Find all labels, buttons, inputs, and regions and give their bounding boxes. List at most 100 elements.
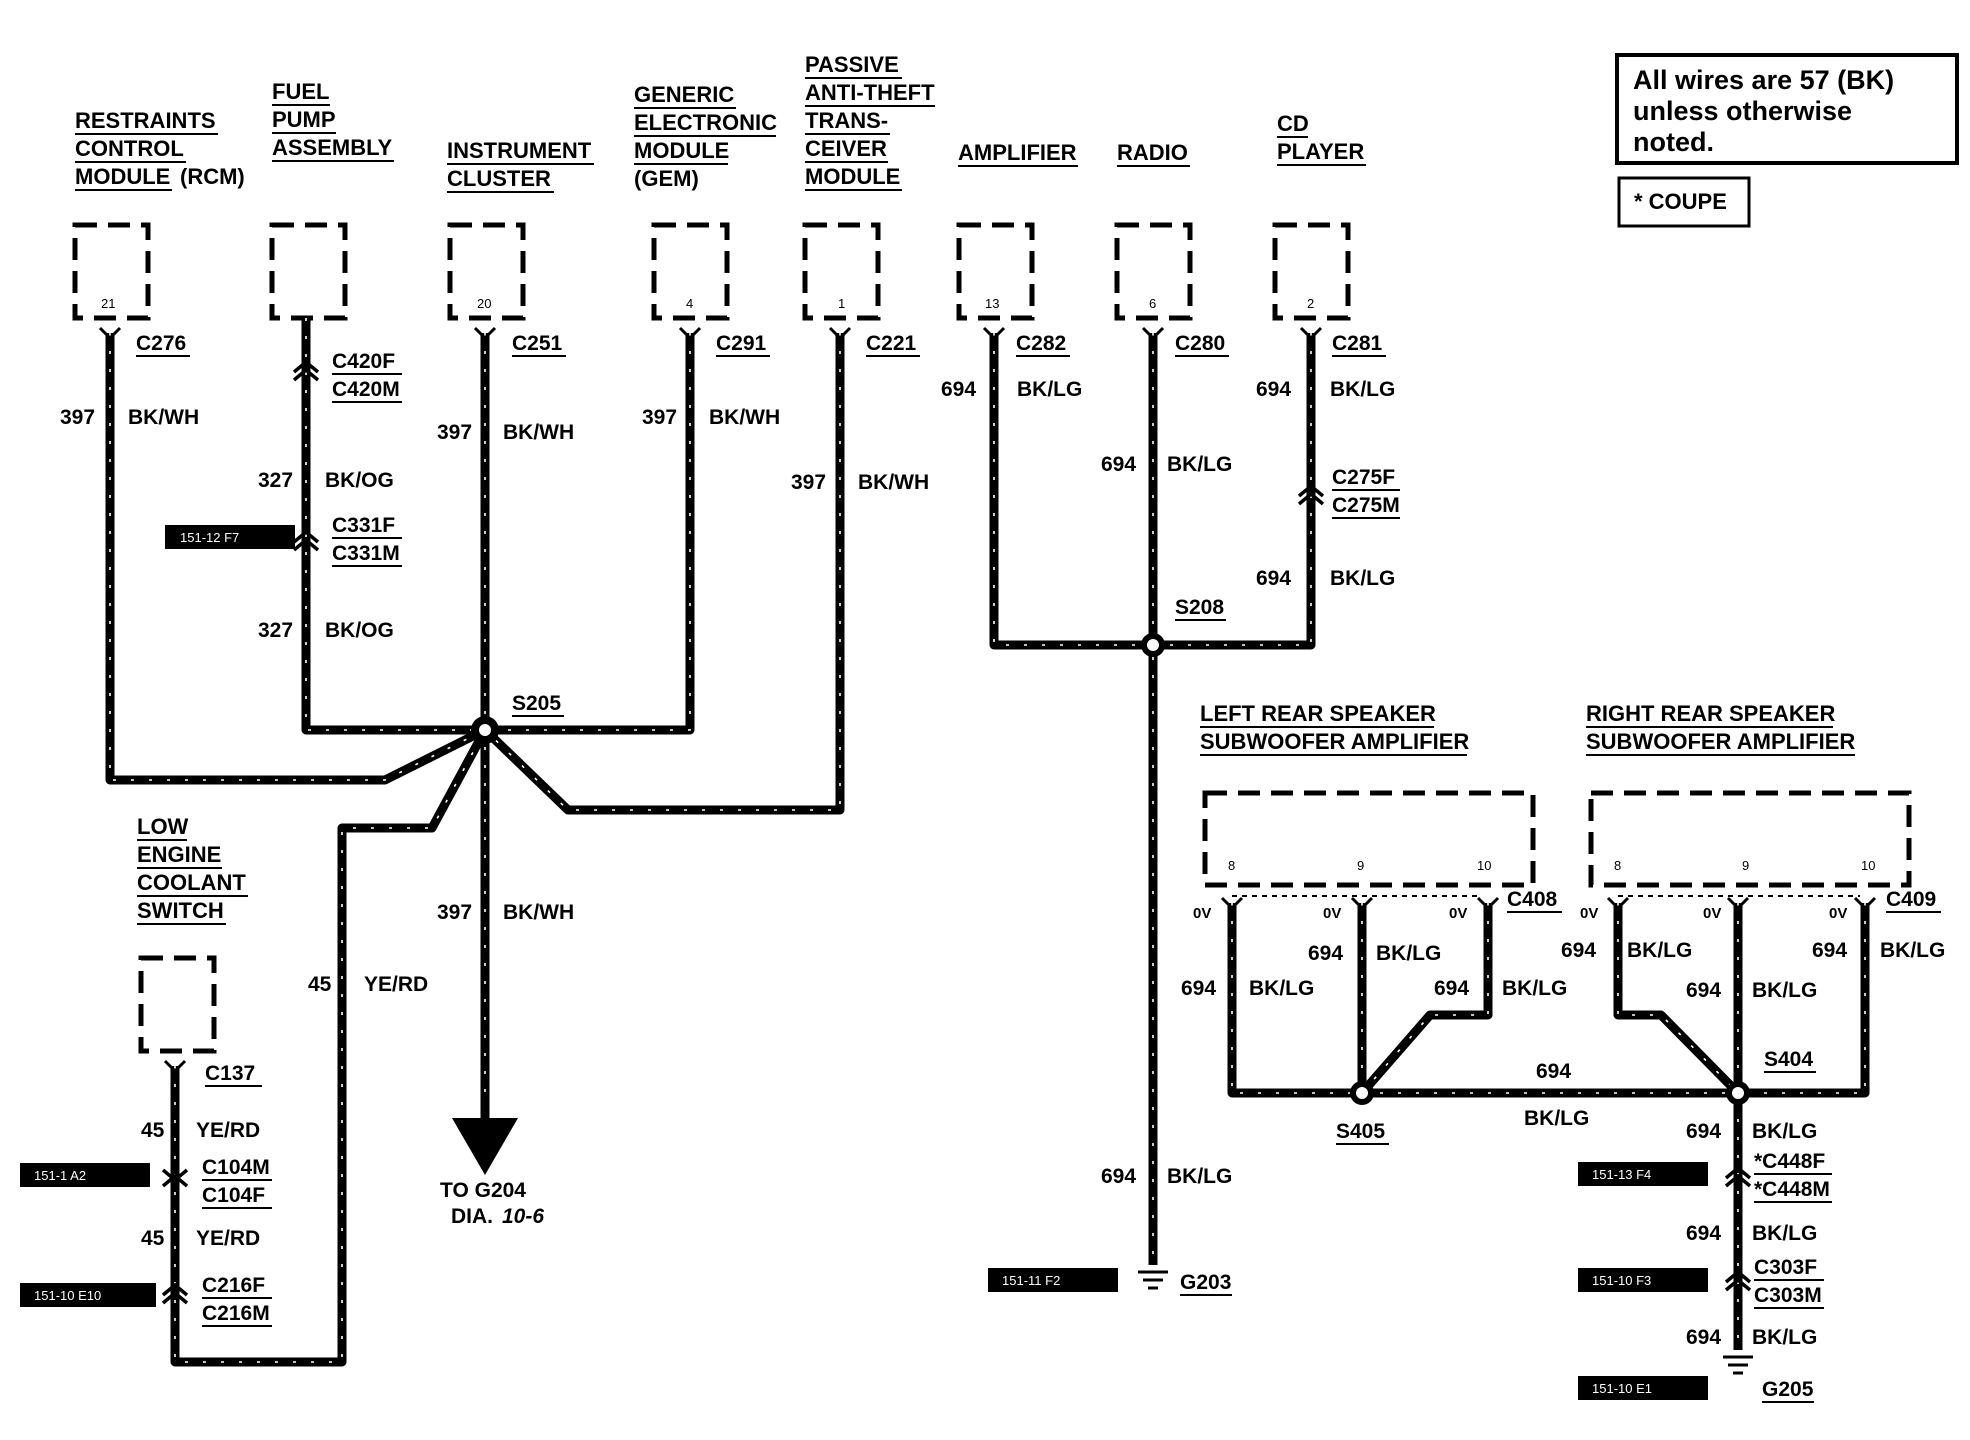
pats-box — [802, 222, 881, 321]
conn-c216m: C216M — [202, 1302, 270, 1325]
offpage-to: TO G204 — [440, 1179, 526, 1202]
reference-tags: 151-12 F7 151-1 A2 151-10 E10 151-11 F2 … — [20, 525, 1708, 1400]
svg-text:RESTRAINTS: RESTRAINTS — [75, 108, 216, 133]
ref-151-1-a2: 151-1 A2 — [34, 1168, 86, 1183]
amplifier-box — [956, 222, 1035, 321]
splice-s208: S208 — [1175, 596, 1224, 619]
radio-wire-no-2: 694 — [1101, 1165, 1136, 1188]
right10-wire-no: 694 — [1812, 939, 1847, 962]
right8-wire-no: 694 — [1561, 939, 1596, 962]
offpage-dia-num: 10-6 — [502, 1205, 544, 1228]
pats-title: PASSIVE ANTI-THEFT TRANS- CEIVER MODULE — [805, 52, 935, 191]
coupe-note-box: * COUPE — [1617, 176, 1751, 228]
wire-amplifier — [989, 333, 1153, 650]
wire-rcm — [105, 333, 488, 785]
ic-wire-no: 397 — [437, 421, 472, 444]
svg-text:ANTI-THEFT: ANTI-THEFT — [805, 80, 935, 105]
ground-g203: G203 — [1180, 1271, 1231, 1294]
conn-c104f: C104F — [202, 1184, 265, 1207]
amp-wire-color: BK/LG — [1017, 378, 1082, 401]
ref-151-12-f7: 151-12 F7 — [180, 530, 239, 545]
pats-pin: 1 — [838, 296, 845, 311]
svg-text:RIGHT REAR SPEAKER: RIGHT REAR SPEAKER — [1586, 701, 1835, 726]
wire-left-sub-8 — [1227, 903, 1362, 1098]
cd-pin: 2 — [1307, 296, 1314, 311]
svg-text:(RCM): (RCM) — [180, 164, 245, 189]
radio-wire-no: 694 — [1101, 453, 1136, 476]
conn-c251: C251 — [512, 332, 563, 355]
ic-wire-no-2: 397 — [437, 901, 472, 924]
right10-wire-color: BK/LG — [1880, 939, 1945, 962]
coolant-wire-no-2: 45 — [141, 1227, 165, 1250]
splice-s205: S205 — [512, 692, 561, 715]
coupe-note: * COUPE — [1634, 189, 1727, 214]
svg-text:D: D — [479, 1126, 492, 1146]
left-sub-pin10: 10 — [1477, 858, 1491, 873]
rcm-title: RESTRAINTS CONTROL MODULE (RCM) — [75, 108, 245, 191]
cd-player-box — [1272, 222, 1351, 321]
wire-right-sub-10 — [1738, 903, 1870, 1098]
conn-c420m: C420M — [332, 378, 400, 401]
svg-text:LOW: LOW — [137, 814, 189, 839]
svg-text:GENERIC: GENERIC — [634, 82, 734, 107]
left10-wire-no: 694 — [1434, 977, 1469, 1000]
svg-text:(GEM): (GEM) — [634, 166, 699, 191]
left-0v-10: 0V — [1449, 905, 1467, 922]
svg-text:MODULE: MODULE — [75, 164, 170, 189]
wire-fuel-pump — [301, 318, 485, 735]
wire-note-box: All wires are 57 (BK) unless otherwise n… — [1615, 53, 1959, 165]
rs-wire-color-3: BK/LG — [1752, 1326, 1817, 1349]
svg-text:RADIO: RADIO — [1117, 140, 1188, 165]
svg-text:ENGINE: ENGINE — [137, 842, 221, 867]
conn-c303m: C303M — [1754, 1284, 1822, 1307]
note-line-3: noted. — [1633, 127, 1714, 157]
conn-c276: C276 — [136, 332, 186, 355]
coolant-wire-color-3: YE/RD — [364, 973, 428, 996]
ground-g205: G205 — [1762, 1378, 1814, 1401]
low-coolant-box — [138, 955, 217, 1054]
ref-151-10-e1: 151-10 E1 — [1592, 1381, 1652, 1396]
wire-low-coolant — [170, 727, 489, 1367]
rcm-box — [72, 222, 151, 321]
svg-text:PASSIVE: PASSIVE — [805, 52, 899, 77]
conn-c137: C137 — [205, 1062, 255, 1085]
inline-connectors — [161, 359, 1752, 1305]
conn-c331m: C331M — [332, 542, 400, 565]
svg-text:INSTRUMENT: INSTRUMENT — [447, 138, 592, 163]
offpage-dia: DIA. — [451, 1205, 493, 1228]
svg-text:CONTROL: CONTROL — [75, 136, 184, 161]
pats-wire-color: BK/WH — [858, 471, 929, 494]
svg-text:PUMP: PUMP — [272, 107, 336, 132]
conn-c408: C408 — [1507, 888, 1558, 911]
wire-pats — [481, 333, 845, 815]
coolant-wire-color-1: YE/RD — [196, 1119, 260, 1142]
rs-wire-no-2: 694 — [1686, 1222, 1721, 1245]
fuel-wire-no-1: 327 — [258, 469, 293, 492]
fuel-pump-box — [269, 222, 348, 321]
ic-wire-color: BK/WH — [503, 421, 574, 444]
left-sub-title: LEFT REAR SPEAKER SUBWOOFER AMPLIFIER — [1200, 701, 1469, 756]
right-sub-pin10: 10 — [1861, 858, 1875, 873]
rs-wire-no-3: 694 — [1686, 1326, 1721, 1349]
ground-symbols — [1138, 1270, 1753, 1375]
svg-text:COOLANT: COOLANT — [137, 870, 246, 895]
left-sub-pin8: 8 — [1228, 858, 1235, 873]
conn-c303f: C303F — [1754, 1256, 1817, 1279]
conn-c280: C280 — [1175, 332, 1225, 355]
left8-wire-color: BK/LG — [1249, 977, 1314, 1000]
svg-text:SWITCH: SWITCH — [137, 898, 224, 923]
gem-wire-no: 397 — [642, 406, 677, 429]
svg-text:SUBWOOFER AMPLIFIER: SUBWOOFER AMPLIFIER — [1586, 729, 1855, 754]
splice-s405: S405 — [1336, 1120, 1385, 1143]
ref-151-10-f3: 151-10 F3 — [1592, 1273, 1651, 1288]
svg-text:AMPLIFIER: AMPLIFIER — [958, 140, 1077, 165]
wire-cd-player — [1153, 333, 1316, 650]
fuel-wire-color-2: BK/OG — [325, 619, 394, 642]
link-wire-color: BK/LG — [1524, 1107, 1589, 1130]
ref-151-11-f2: 151-11 F2 — [1002, 1273, 1060, 1288]
cd-player-title: CD PLAYER — [1277, 111, 1366, 166]
right-0v-8: 0V — [1580, 905, 1598, 922]
gem-box — [651, 222, 730, 321]
conn-c281: C281 — [1332, 332, 1383, 355]
